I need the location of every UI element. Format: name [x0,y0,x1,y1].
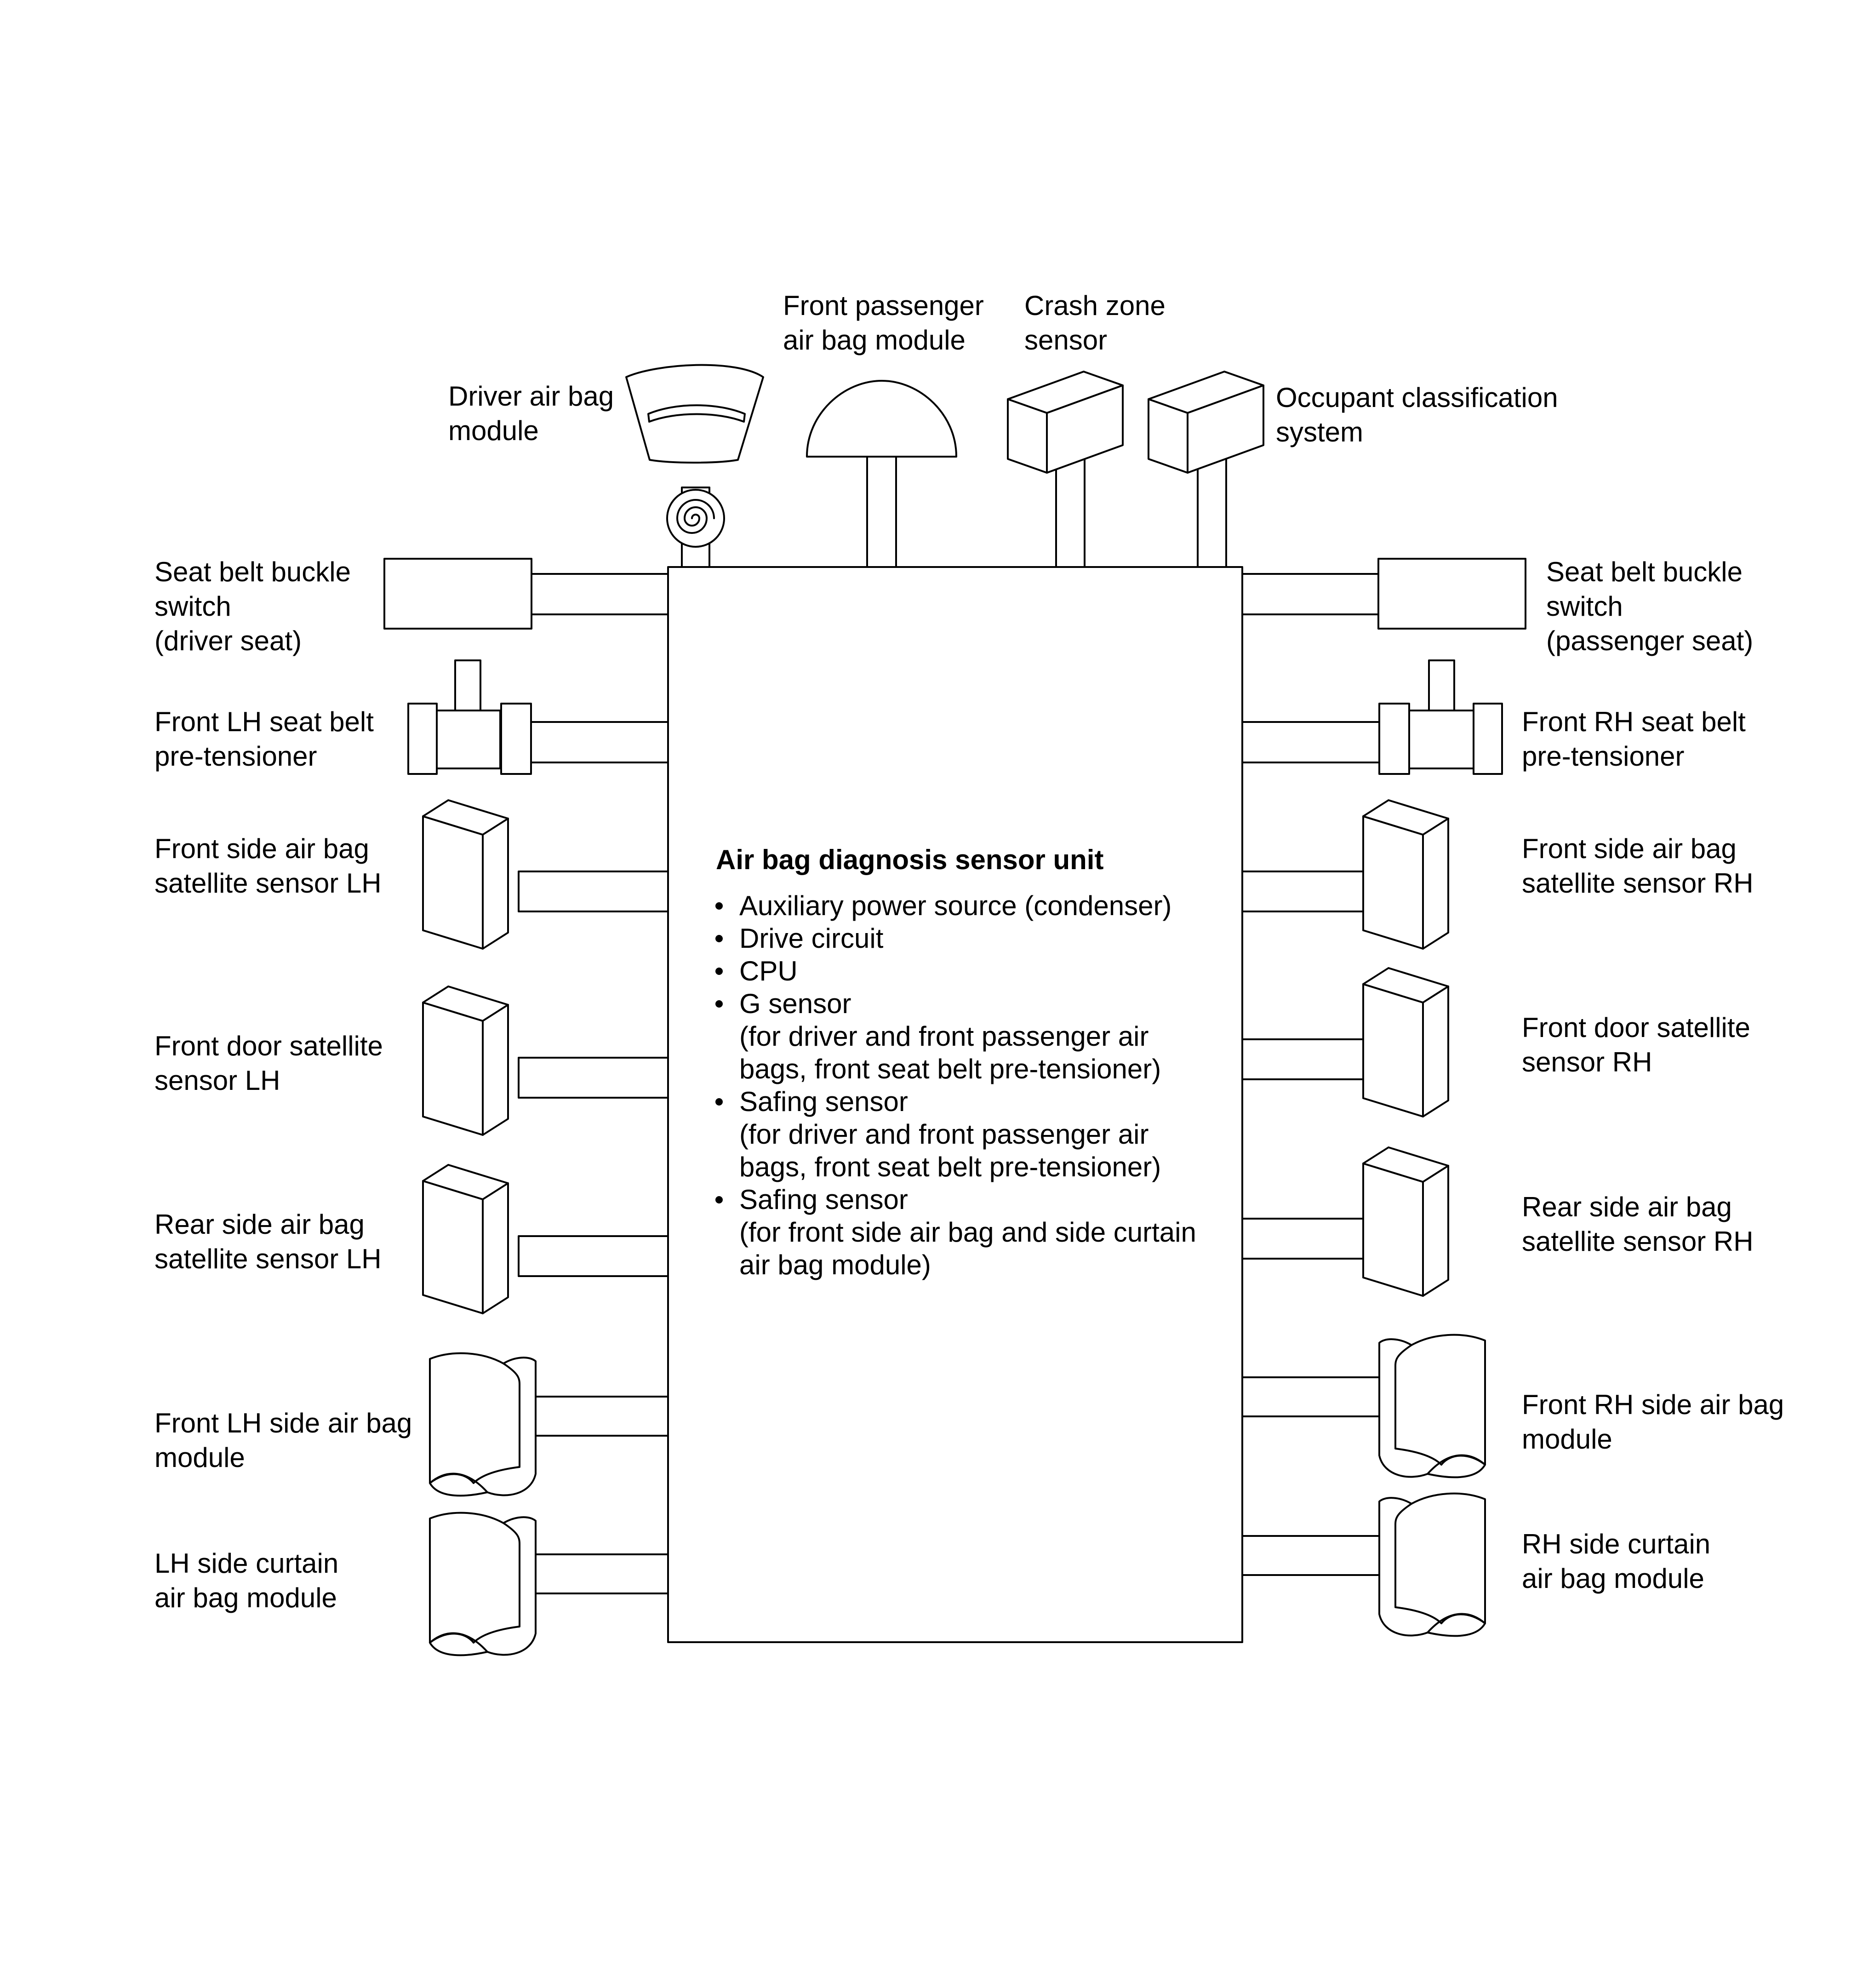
occupant-classification-label: Occupant classification system [1276,382,1566,447]
rear-side-sensor-lh-label: Rear side air bag satellite sensor LH [154,1209,382,1274]
bullet-dot-icon [715,902,723,910]
seat-belt-buckle-lh-icon [383,558,669,630]
side-air-bag-lh-label: Front LH side air bag module [154,1408,420,1473]
driver-air-bag-icon [625,364,764,568]
rear-side-sensor-rh-label: Rear side air bag satellite sensor RH [1522,1192,1754,1257]
sensor-unit-bullet-line: (for driver and front passenger air [739,1119,1148,1150]
seat-belt-buckle-lh-label: Seat belt buckle switch (driver seat) [154,556,359,656]
sensor-unit-bullet-line: G sensor [739,988,851,1019]
side-air-bag-rh-icon [1241,1334,1486,1478]
rear-side-sensor-rh-icon [1241,1146,1449,1297]
seat-belt-buckle-rh-icon [1241,558,1526,630]
sensor-unit-bullet-line: Safing sensor [739,1184,908,1215]
driver-air-bag-label: Driver air bag module [448,381,622,446]
curtain-air-bag-lh-icon [429,1512,669,1656]
sensor-unit-bullet-line: Auxiliary power source (condenser) [739,890,1171,921]
front-door-sensor-lh-label: Front door satellite sensor LH [154,1031,391,1096]
crash-zone-sensor-label: Crash zone sensor [1024,290,1173,355]
pretensioner-lh-icon [407,659,669,775]
bullet-dot-icon [715,1098,723,1106]
curtain-air-bag-rh-icon [1241,1492,1486,1637]
front-side-sensor-rh-label: Front side air bag satellite sensor RH [1522,833,1754,899]
crash-zone-sensor-icon [1007,371,1124,568]
occupant-classification-icon [1148,371,1264,568]
pretensioner-lh-label: Front LH seat belt pre-tensioner [154,706,382,772]
sensor-unit-title: Air bag diagnosis sensor unit [716,844,1103,875]
sensor-unit-bullet-line: bags, front seat belt pre-tensioner) [739,1152,1161,1182]
sensor-unit-bullet-line: bags, front seat belt pre-tensioner) [739,1054,1161,1084]
front-door-sensor-rh-label: Front door satellite sensor RH [1522,1012,1758,1077]
sensor-unit-bullet-line: air bag module) [739,1249,931,1280]
bullet-dot-icon [715,1196,723,1203]
side-air-bag-lh-icon [429,1352,669,1497]
sensor-unit-bullet-line: Drive circuit [739,923,884,954]
passenger-air-bag-label: Front passenger air bag module [783,290,992,355]
sensor-unit-bullet-line: (for front side air bag and side curtain [739,1217,1196,1248]
front-side-sensor-rh-icon [1241,799,1449,950]
sensor-unit-bullet-line: (for driver and front passenger air [739,1021,1148,1052]
front-side-sensor-lh-label: Front side air bag satellite sensor LH [154,833,382,899]
passenger-air-bag-icon [806,380,957,568]
front-side-sensor-lh-icon [422,799,669,950]
sensor-unit-bullet-line: Safing sensor [739,1086,908,1117]
seat-belt-buckle-rh-label: Seat belt buckle switch (passenger seat) [1546,556,1753,656]
bullet-dot-icon [715,968,723,975]
sensor-unit-box [667,566,1243,1643]
rear-side-sensor-lh-icon [422,1164,669,1314]
side-air-bag-rh-label: Front RH side air bag module [1522,1389,1792,1455]
curtain-air-bag-lh-label: LH side curtain air bag module [154,1548,346,1613]
pretensioner-rh-label: Front RH seat belt pre-tensioner [1522,706,1754,772]
front-door-sensor-rh-icon [1241,967,1449,1117]
bullet-dot-icon [715,1000,723,1008]
sensor-unit-bullet-list: Auxiliary power source (condenser)Drive … [715,890,1196,1280]
sensor-unit-bullet-line: CPU [739,956,798,986]
curtain-air-bag-rh-label: RH side curtain air bag module [1522,1529,1718,1594]
pretensioner-rh-icon [1241,659,1503,775]
front-door-sensor-lh-icon [422,985,669,1136]
bullet-dot-icon [715,935,723,942]
